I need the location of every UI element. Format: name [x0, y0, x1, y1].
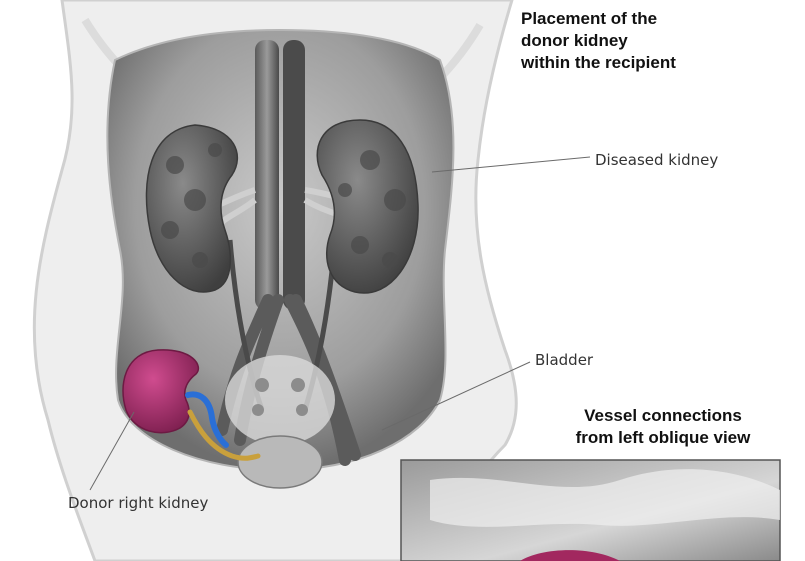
inset-panel: [401, 460, 780, 561]
label-bladder: Bladder: [535, 351, 593, 369]
vena-cava: [283, 40, 305, 310]
title-line-1: Placement of the: [521, 8, 791, 30]
title-line-2: donor kidney: [521, 30, 791, 52]
bladder: [238, 436, 322, 488]
inset-title-line-1: Vessel connections: [532, 405, 794, 427]
aorta: [255, 40, 279, 310]
sacral-foramen: [291, 378, 305, 392]
sacral-foramen: [255, 378, 269, 392]
inset-title: Vessel connections from left oblique vie…: [532, 405, 794, 449]
label-donor-right-kidney: Donor right kidney: [68, 494, 208, 512]
sacral-foramen: [252, 404, 264, 416]
page-title: Placement of the donor kidney within the…: [521, 8, 791, 74]
pelvis: [225, 355, 335, 445]
title-line-3: within the recipient: [521, 52, 791, 74]
label-diseased-kidney: Diseased kidney: [595, 151, 718, 169]
inset-title-line-2: from left oblique view: [532, 427, 794, 449]
sacral-foramen: [296, 404, 308, 416]
